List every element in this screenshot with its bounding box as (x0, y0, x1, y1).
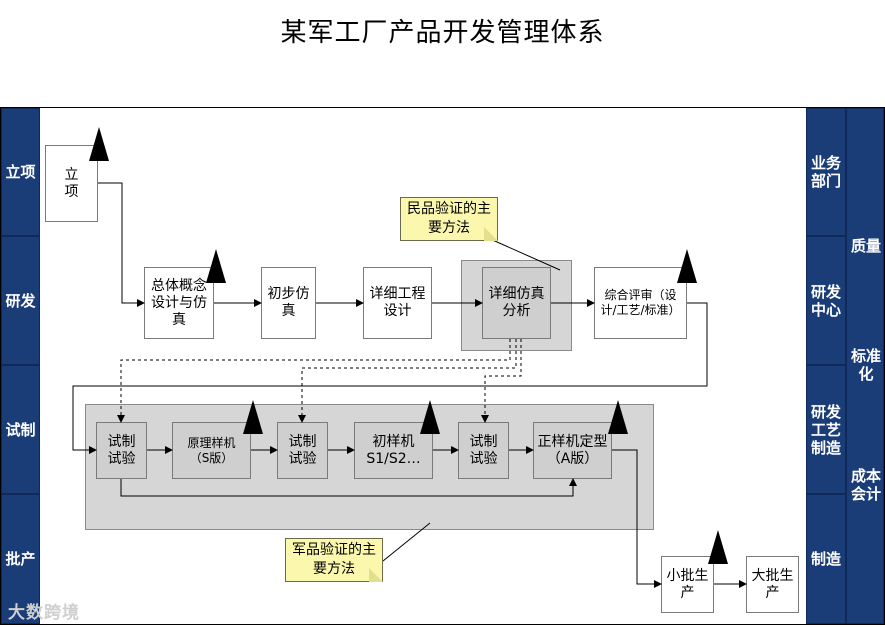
milestone-triangle (420, 400, 440, 434)
milestone-triangle (206, 249, 226, 283)
band-zhizao: 制造 (806, 494, 846, 624)
milestone-triangle (243, 400, 263, 434)
box-shiyan-1: 试制试验 (96, 422, 147, 479)
milestone-triangle (89, 127, 109, 161)
box-dapi: 大批生产 (746, 556, 799, 613)
watermark: 大数跨境 (8, 603, 80, 623)
box-zonghe: 综合评审（设计/工艺/标准） (594, 267, 687, 339)
box-shiyan-2: 试制试验 (277, 422, 328, 479)
note-minpin: 民品验证的主要方法 (400, 197, 498, 241)
band-zhiliang-col: 质量 标准化 成本会计 (846, 108, 884, 624)
band-shizhi: 试制 (1, 365, 40, 494)
milestone-triangle (608, 400, 628, 434)
note-junpin: 军品验证的主要方法 (285, 538, 383, 582)
box-xiangxi-gc: 详细工程设计 (363, 267, 432, 339)
band-lixiang: 立项 (1, 108, 40, 236)
box-zhengyang: 正样机定型（A版） (533, 422, 612, 479)
box-xiangxi-fz: 详细仿真分析 (482, 267, 551, 339)
label-chengben: 成本会计 (850, 467, 881, 503)
label-biaozhun: 标准化 (850, 347, 881, 383)
page-title: 某军工厂产品开发管理体系 (280, 18, 605, 48)
box-chubu: 初步仿真 (261, 267, 316, 339)
label-zhiliang: 质量 (850, 237, 881, 255)
diagram-canvas (40, 109, 806, 623)
box-xiaopi: 小批生产 (661, 556, 714, 613)
milestone-triangle (708, 530, 728, 564)
band-yewu: 业务部门 (806, 108, 846, 236)
box-zongti: 总体概念设计与仿真 (144, 267, 214, 339)
milestone-triangle (677, 249, 697, 283)
band-yanfa: 研发 (1, 236, 40, 365)
band-gongyi: 研发工艺制造 (806, 365, 846, 494)
box-yuanli: 原理样机（S版） (172, 422, 251, 479)
band-yanfa-center: 研发中心 (806, 236, 846, 365)
band-pichan: 批产 (1, 494, 40, 624)
box-shiyan-3: 试制试验 (458, 422, 509, 479)
